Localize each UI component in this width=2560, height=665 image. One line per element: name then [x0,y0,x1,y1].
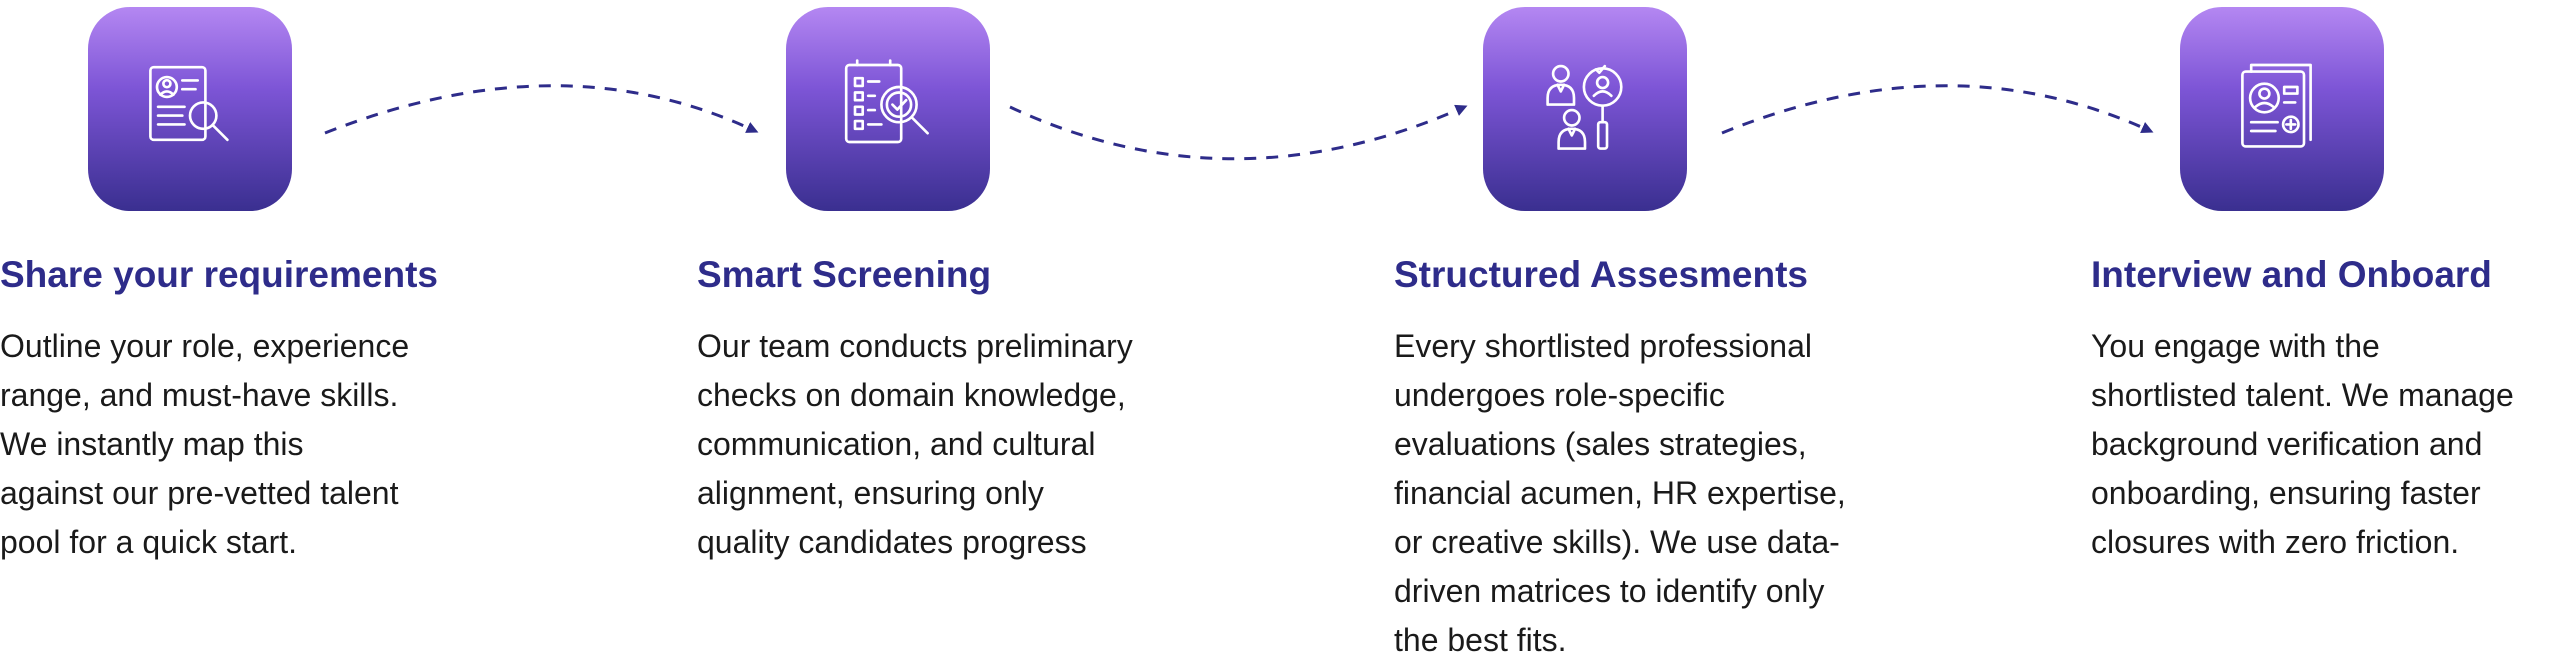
connector-arrow-2 [1009,104,1468,161]
step-4-description: You engage with the shortlisted talent. … [2091,328,2514,560]
candidates-search-icon [1546,64,1623,150]
step-3-icon-box [1483,7,1687,211]
step-3-description: Every shortlisted professional undergoes… [1394,328,1846,658]
step-1-description: Outline your role, experience range, and… [0,328,410,560]
step-4-title: Interview and Onboard [2091,254,2492,295]
checklist-check-icon [844,59,929,144]
step-3-title: Structured Assesments [1394,254,1808,295]
step-1-icon-box [88,7,292,211]
profile-add-icon [2241,63,2312,148]
step-2-description: Our team conducts preliminary checks on … [697,328,1133,560]
step-4-icon-box [2180,7,2384,211]
step-1-title: Share your requirements [0,254,438,295]
step-2-title: Smart Screening [697,254,992,295]
resume-search-icon [149,65,229,142]
step-2-icon-box [786,7,990,211]
connector-arrow-1 [324,84,759,135]
connector-arrow-3 [1721,84,2154,135]
